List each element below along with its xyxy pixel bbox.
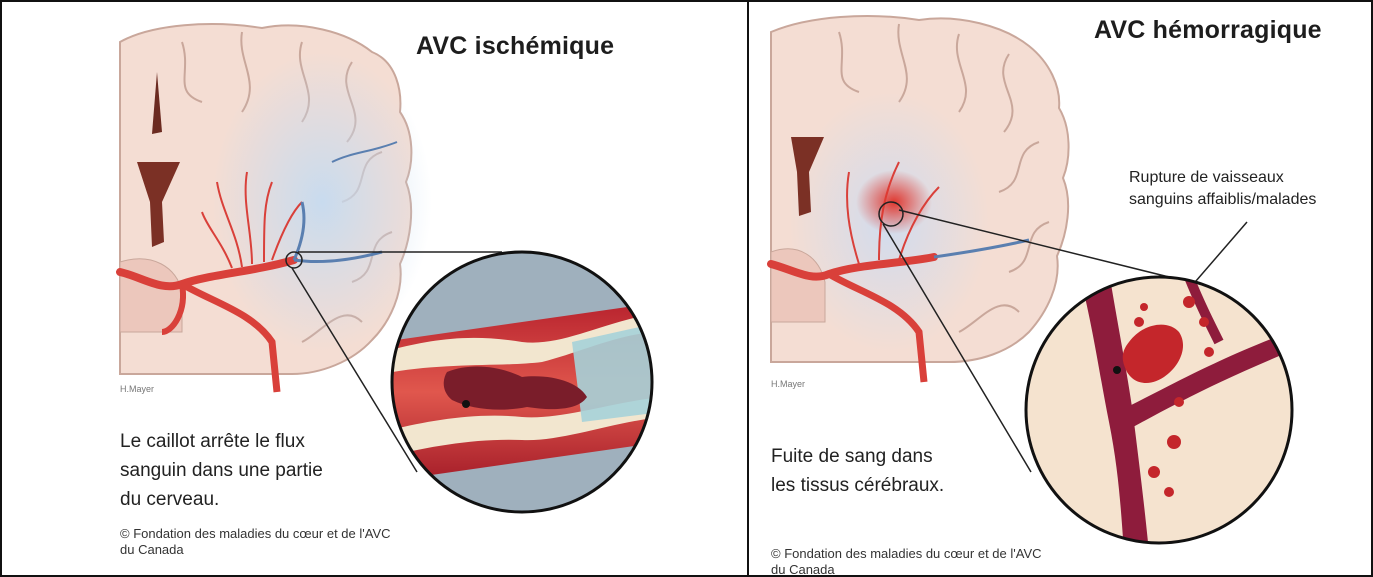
credit-line: du Canada: [120, 542, 391, 558]
caption-hemorrhagic: Fuite de sang dans les tissus cérébraux.: [771, 442, 944, 500]
credit-line: du Canada: [771, 562, 1042, 577]
panel-ischemic-stroke: AVC ischémique H.Mayer Le caillot arrête…: [0, 0, 749, 577]
caption-line: sanguin dans une partie: [120, 456, 323, 485]
brain-section: [120, 24, 432, 392]
copyright-credit: © Fondation des maladies du cœur et de l…: [120, 526, 391, 558]
caption-ischemic: Le caillot arrête le flux sanguin dans u…: [120, 427, 323, 514]
credit-line: © Fondation des maladies du cœur et de l…: [120, 526, 391, 542]
caption-line: Fuite de sang dans: [771, 442, 944, 471]
callout-line: Rupture de vaisseaux: [1129, 167, 1316, 189]
caption-line: les tissus cérébraux.: [771, 471, 944, 500]
copyright-credit: © Fondation des maladies du cœur et de l…: [771, 546, 1042, 577]
brain-section: [771, 16, 1069, 382]
magnified-clot-view: [382, 242, 662, 522]
title-ischemic: AVC ischémique: [416, 32, 614, 61]
caption-line: du cerveau.: [120, 485, 323, 514]
ischemic-stroke-illustration: [2, 2, 749, 577]
title-hemorrhagic: AVC hémorragique: [1094, 16, 1322, 45]
artist-signature: H.Mayer: [771, 379, 805, 389]
caption-line: Le caillot arrête le flux: [120, 427, 323, 456]
callout-rupture: Rupture de vaisseaux sanguins affaiblis/…: [1129, 167, 1316, 211]
credit-line: © Fondation des maladies du cœur et de l…: [771, 546, 1042, 562]
callout-line: sanguins affaiblis/malades: [1129, 189, 1316, 211]
artist-signature: H.Mayer: [120, 384, 154, 394]
panel-hemorrhagic-stroke: AVC hémorragique Rupture de vaisseaux sa…: [749, 0, 1373, 577]
magnified-rupture-view: [1019, 272, 1299, 552]
